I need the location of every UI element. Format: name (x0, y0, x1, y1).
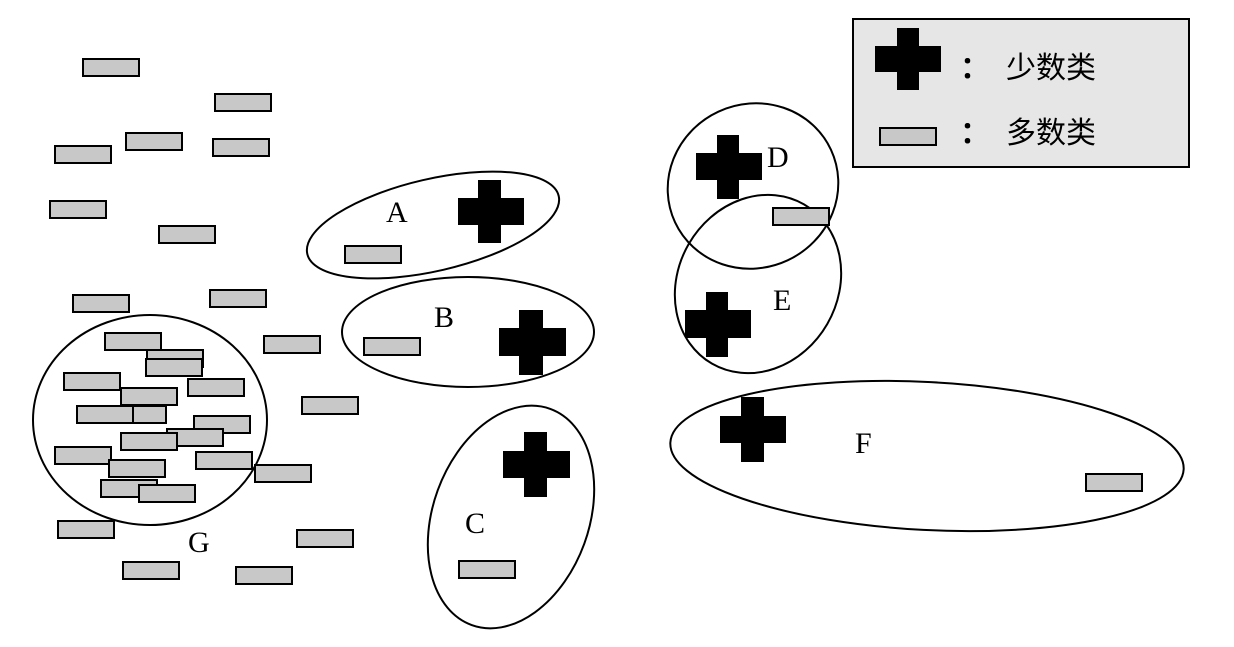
cluster-label-d: D (767, 141, 789, 174)
cluster-c-ellipse (426, 404, 596, 630)
cluster-g-ellipse (32, 314, 268, 526)
majority-sample (363, 337, 421, 356)
majority-sample (296, 529, 354, 548)
majority-sample (145, 358, 203, 377)
majority-sample (772, 207, 830, 226)
majority-sample (263, 335, 321, 354)
minority-cross-icon (499, 310, 566, 375)
majority-sample (120, 432, 178, 451)
legend-minority-colon: ： (960, 51, 990, 86)
cluster-d-ellipse (666, 102, 840, 270)
cluster-label-g: G (188, 526, 210, 559)
majority-sample (57, 520, 115, 539)
majority-sample (212, 138, 270, 157)
majority-sample (138, 484, 196, 503)
majority-samples (49, 58, 1143, 585)
minority-samples (458, 135, 786, 497)
legend-majority-label: 多数类 (1006, 116, 1096, 151)
majority-sample (76, 405, 134, 424)
majority-sample (49, 200, 107, 219)
majority-sample (122, 561, 180, 580)
majority-sample (125, 132, 183, 151)
cluster-label-f: F (855, 427, 872, 460)
majority-sample (158, 225, 216, 244)
majority-sample (82, 58, 140, 77)
majority-sample (254, 464, 312, 483)
majority-sample (54, 145, 112, 164)
majority-sample (72, 294, 130, 313)
cluster-labels: A B C D E F G (188, 141, 872, 559)
majority-sample (63, 372, 121, 391)
majority-sample (195, 451, 253, 470)
legend-cross-icon (875, 28, 941, 90)
cluster-a-ellipse (305, 170, 561, 280)
majority-sample (458, 560, 516, 579)
majority-sample (120, 387, 178, 406)
majority-sample (209, 289, 267, 308)
legend-rectangle-icon (879, 127, 937, 146)
majority-sample (104, 332, 162, 351)
minority-cross-icon (503, 432, 570, 497)
minority-cross-icon (720, 397, 786, 462)
cluster-e-ellipse (673, 193, 843, 375)
minority-cross-icon (696, 135, 762, 199)
legend-minority-label: 少数类 (1006, 51, 1096, 86)
majority-sample (108, 459, 166, 478)
majority-sample (187, 378, 245, 397)
majority-sample (1085, 473, 1143, 492)
cluster-f-ellipse (669, 379, 1185, 533)
majority-sample (54, 446, 112, 465)
cluster-label-c: C (465, 507, 485, 540)
majority-sample (301, 396, 359, 415)
majority-sample (344, 245, 402, 264)
minority-cross-icon (458, 180, 524, 243)
cluster-label-a: A (386, 196, 408, 229)
majority-sample (214, 93, 272, 112)
cluster-ellipses (32, 102, 1185, 630)
cluster-b-ellipse (341, 276, 595, 388)
majority-sample (235, 566, 293, 585)
legend-majority-colon: ： (960, 116, 990, 151)
legend: ： 少数类 ： 多数类 (852, 18, 1190, 168)
minority-cross-icon (685, 292, 751, 357)
cluster-label-e: E (773, 284, 791, 317)
cluster-label-b: B (434, 301, 454, 334)
